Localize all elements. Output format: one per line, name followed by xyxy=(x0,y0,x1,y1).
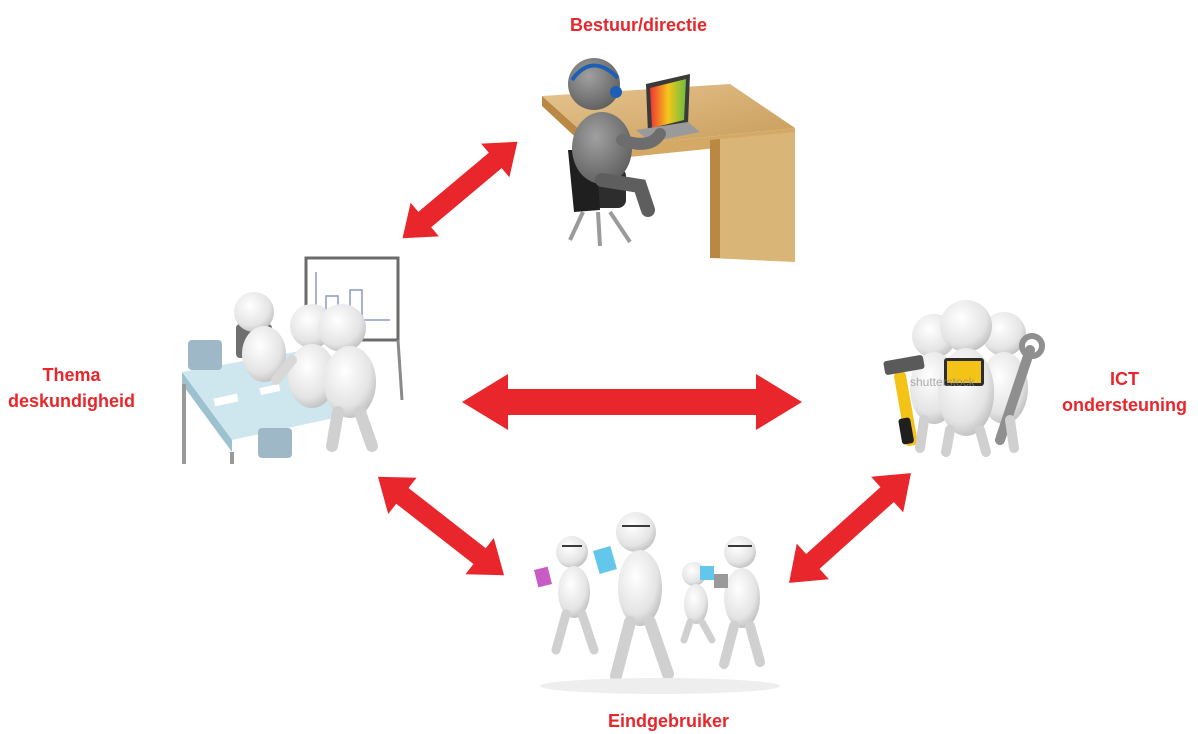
node-label-bestuur: Bestuur/directie xyxy=(570,12,707,38)
illustration-ict-team: shutterstock xyxy=(883,300,1045,457)
arrow-top-left xyxy=(402,141,518,239)
node-label-eindgebruiker: Eindgebruiker xyxy=(608,708,729,734)
node-label-thema: Thema deskundigheid xyxy=(8,362,135,414)
illustration-meeting xyxy=(182,256,404,464)
node-label-line: Eindgebruiker xyxy=(608,711,730,731)
node-label-line: Bestuur/directie xyxy=(570,15,708,35)
arrow-middle xyxy=(462,374,802,430)
node-label-ict: ICT ondersteuning xyxy=(1062,366,1187,418)
node-label-line: ICT xyxy=(1110,369,1139,389)
illustration-person-at-desk xyxy=(542,58,795,262)
watermark: shutterstock xyxy=(910,375,976,389)
arrow-bottom-left xyxy=(377,476,505,576)
arrow-bottom-right xyxy=(789,473,911,583)
node-label-line: Thema xyxy=(42,365,101,385)
illustration-end-users xyxy=(534,512,780,694)
node-label-line: ondersteuning xyxy=(1062,395,1187,415)
node-label-line: deskundigheid xyxy=(8,391,136,411)
